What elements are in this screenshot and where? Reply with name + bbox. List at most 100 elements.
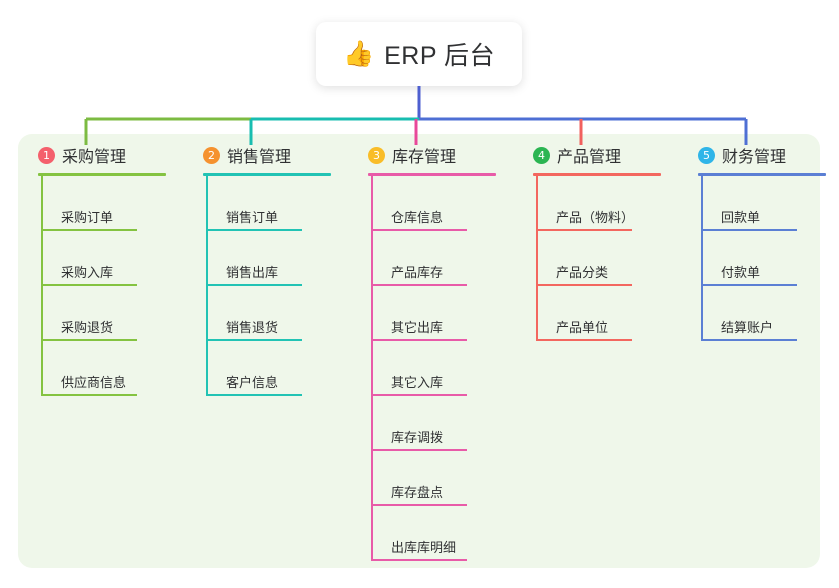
branch-item-label: 产品分类 [556, 265, 609, 280]
branch-title-1: 采购管理 [62, 149, 127, 166]
branch-item[interactable]: 付款单 [701, 231, 839, 286]
branch-item[interactable]: 客户信息 [206, 341, 348, 396]
branch-item[interactable]: 库存盘点 [371, 451, 513, 506]
branch-item-label: 采购退货 [61, 320, 114, 335]
branch-item-rule [371, 284, 467, 286]
branch-item[interactable]: 产品库存 [371, 231, 513, 286]
branch-item-rule [206, 394, 302, 396]
branch-item[interactable]: 销售出库 [206, 231, 348, 286]
branch-items-3: 仓库信息产品库存其它出库其它入库库存调拨库存盘点出库库明细 [371, 176, 513, 561]
branch-header-3[interactable]: 3 库存管理 [348, 134, 513, 176]
branch-item-label: 产品（物料） [556, 210, 635, 225]
branch-item-rule [536, 229, 632, 231]
branch-badge-3: 3 [368, 146, 385, 164]
branch-item-label: 仓库信息 [391, 210, 444, 225]
branch-badge-2: 2 [203, 146, 220, 164]
branch-item-label: 其它出库 [391, 320, 444, 335]
branch-items-4: 产品（物料） 产品分类产品单位 [536, 176, 678, 341]
branch-item[interactable]: 销售订单 [206, 176, 348, 231]
root-node-title: ERP 后台 [384, 42, 496, 70]
branch-header-2[interactable]: 2 销售管理 [183, 134, 348, 176]
branch-item-label: 库存调拨 [391, 430, 444, 445]
branch-column-1: 1 采购管理采购订单采购入库采购退货供应商信息 [18, 134, 183, 396]
branch-item-label: 结算账户 [721, 320, 774, 335]
branch-item-rule [41, 339, 137, 341]
branch-item-label: 销售退货 [226, 320, 279, 335]
branch-title-4: 产品管理 [557, 149, 622, 166]
branch-items-1: 采购订单采购入库采购退货供应商信息 [41, 176, 183, 396]
branch-item-label: 采购入库 [61, 265, 114, 280]
branch-item-label: 产品单位 [556, 320, 609, 335]
branch-header-rule-2 [203, 173, 331, 176]
branch-item-label: 采购订单 [61, 210, 114, 225]
branch-items-5: 回款单付款单结算账户 [701, 176, 839, 341]
branch-item-rule [701, 339, 797, 341]
branch-item-rule [206, 339, 302, 341]
branch-item[interactable]: 库存调拨 [371, 396, 513, 451]
branch-item[interactable]: 采购退货 [41, 286, 183, 341]
branch-item-label: 出库库明细 [391, 540, 457, 555]
branch-item-rule [371, 339, 467, 341]
branch-item-label: 销售订单 [226, 210, 279, 225]
branch-item-rule [206, 229, 302, 231]
branch-item[interactable]: 产品（物料） [536, 176, 678, 231]
branch-item-rule [536, 339, 632, 341]
branch-header-rule-5 [698, 173, 826, 176]
branch-item-rule [371, 394, 467, 396]
branch-stem-5 [701, 176, 703, 341]
branch-item[interactable]: 销售退货 [206, 286, 348, 341]
branch-item-label: 其它入库 [391, 375, 444, 390]
branch-item-rule [701, 229, 797, 231]
branch-item-label: 客户信息 [226, 375, 279, 390]
branch-item-rule [206, 284, 302, 286]
branch-item[interactable]: 结算账户 [701, 286, 839, 341]
branch-items-2: 销售订单销售出库销售退货客户信息 [206, 176, 348, 396]
diagram-panel [18, 134, 820, 568]
branch-item[interactable]: 出库库明细 [371, 506, 513, 561]
branch-item-label: 供应商信息 [61, 375, 127, 390]
branch-item-rule [371, 504, 467, 506]
branch-title-3: 库存管理 [392, 149, 457, 166]
branch-item[interactable]: 其它出库 [371, 286, 513, 341]
branch-columns: 1 采购管理采购订单采购入库采购退货供应商信息 2 销售管理销售订单销售出库销售退货客… [0, 134, 839, 568]
branch-item[interactable]: 回款单 [701, 176, 839, 231]
branch-header-rule-4 [533, 173, 661, 176]
branch-item-label: 产品库存 [391, 265, 444, 280]
branch-item-rule [536, 284, 632, 286]
branch-column-2: 2 销售管理销售订单销售出库销售退货客户信息 [183, 134, 348, 396]
branch-header-1[interactable]: 1 采购管理 [18, 134, 183, 176]
branch-title-2: 销售管理 [227, 149, 292, 166]
root-node-card[interactable]: 👍 ERP 后台 [316, 22, 522, 86]
branch-item[interactable]: 采购订单 [41, 176, 183, 231]
branch-header-rule-3 [368, 173, 496, 176]
branch-stem-1 [41, 176, 43, 396]
branch-column-4: 4 产品管理产品（物料） 产品分类产品单位 [513, 134, 678, 341]
branch-item[interactable]: 仓库信息 [371, 176, 513, 231]
branch-header-rule-1 [38, 173, 166, 176]
branch-item-label: 回款单 [721, 210, 761, 225]
branch-item-rule [41, 394, 137, 396]
branch-item-rule [371, 559, 467, 561]
branch-item-rule [371, 449, 467, 451]
branch-item[interactable]: 采购入库 [41, 231, 183, 286]
branch-column-3: 3 库存管理仓库信息产品库存其它出库其它入库库存调拨库存盘点出库库明细 [348, 134, 513, 561]
branch-item-label: 库存盘点 [391, 485, 444, 500]
branch-item[interactable]: 供应商信息 [41, 341, 183, 396]
branch-badge-4: 4 [533, 146, 550, 164]
branch-header-4[interactable]: 4 产品管理 [513, 134, 678, 176]
branch-item[interactable]: 产品单位 [536, 286, 678, 341]
branch-stem-2 [206, 176, 208, 396]
branch-stem-3 [371, 176, 373, 561]
thumbs-up-icon: 👍 [342, 39, 375, 68]
branch-item-rule [701, 284, 797, 286]
branch-item-rule [371, 229, 467, 231]
branch-badge-1: 1 [38, 146, 55, 164]
branch-item-label: 付款单 [721, 265, 761, 280]
branch-item-label: 销售出库 [226, 265, 279, 280]
branch-item[interactable]: 其它入库 [371, 341, 513, 396]
branch-item-rule [41, 229, 137, 231]
branch-item-rule [41, 284, 137, 286]
branch-item[interactable]: 产品分类 [536, 231, 678, 286]
